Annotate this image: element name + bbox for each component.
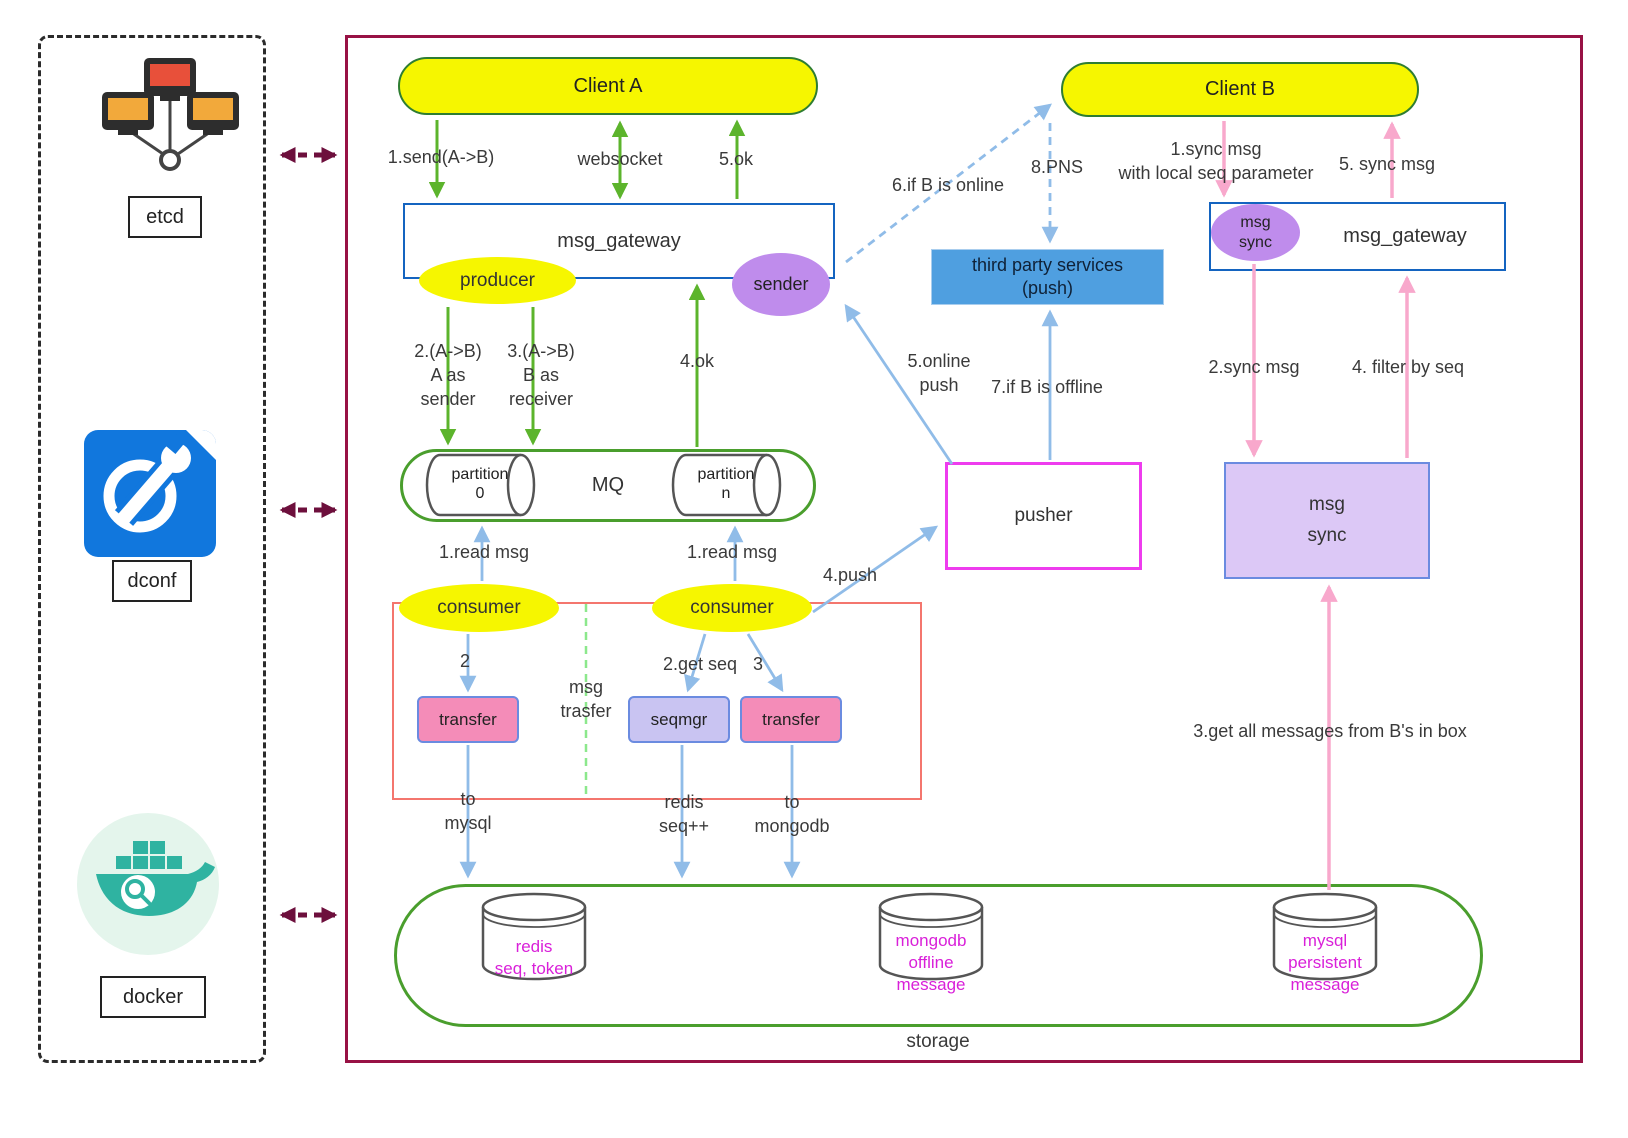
partition-n-label: partition n — [697, 466, 755, 503]
label-filter-by-seq: 4. filter by seq — [1351, 357, 1465, 377]
label-to-mongodb: to mongodb — [754, 792, 830, 836]
label-b-as-receiver: 3.(A->B) B as receiver — [507, 341, 575, 409]
label-sync-msg-2: 2.sync msg — [1208, 357, 1300, 377]
mongodb-db-label: mongodb offline message — [895, 931, 967, 995]
etcd-cluster-icon — [102, 58, 239, 171]
label-ok5: 5.ok — [718, 149, 754, 169]
pusher-node: pusher — [945, 462, 1142, 570]
transfer-left-node: transfer — [417, 696, 519, 743]
label-websocket: websocket — [577, 149, 663, 169]
label-to-mysql: to mysql — [444, 789, 492, 833]
label-step-3: 3 — [752, 654, 763, 674]
mongodb-db-cylinder: mongodb offline message — [877, 892, 985, 994]
storage-label: storage — [906, 1031, 970, 1052]
msg-sync-badge: msg sync — [1211, 204, 1300, 261]
cylinder-shape — [481, 892, 587, 981]
cylinder-shape — [1272, 892, 1378, 981]
maroon-link-arrows — [279, 146, 338, 924]
dconf-wrench-icon — [84, 430, 216, 557]
label-if-b-offline: 7.if B is offline — [991, 377, 1103, 397]
label-read-msg-left: 1.read msg — [438, 542, 530, 562]
mysql-db-cylinder: mysql persistent message — [1271, 892, 1379, 994]
client-b-node: Client B — [1061, 62, 1419, 117]
consumer-left-node: consumer — [399, 584, 559, 632]
docker-whale-icon — [77, 813, 219, 955]
docker-label: docker — [100, 976, 206, 1018]
label-pns: 8.PNS — [1030, 157, 1084, 177]
dconf-label: dconf — [112, 560, 192, 602]
label-push-4: 4.push — [822, 565, 878, 585]
label-send: 1.send(A->B) — [387, 147, 495, 167]
label-sync-msg-5: 5. sync msg — [1338, 154, 1436, 174]
label-step-2: 2 — [459, 651, 470, 671]
redis-db-label: redis seq, token — [494, 937, 574, 979]
seqmgr-node: seqmgr — [628, 696, 730, 743]
transfer-right-node: transfer — [740, 696, 842, 743]
cylinder-shape — [671, 453, 782, 517]
system-panel — [345, 35, 1583, 1063]
label-ok4: 4.ok — [679, 351, 715, 371]
producer-node: producer — [419, 257, 576, 304]
partition-0-label: partition 0 — [451, 466, 509, 503]
third-party-services-node: third party services (push) — [931, 249, 1164, 305]
cylinder-shape — [425, 453, 536, 517]
cylinder-shape — [878, 892, 984, 981]
redis-db-cylinder: redis seq, token — [480, 892, 588, 994]
sender-node: sender — [732, 253, 830, 316]
etcd-label: etcd — [128, 196, 202, 238]
label-msg-trasfer: msg trasfer — [560, 677, 612, 721]
label-get-all-messages: 3.get all messages from B's in box — [1193, 721, 1467, 741]
consumer-right-node: consumer — [652, 584, 812, 632]
partition-0-cylinder: partition 0 — [424, 452, 536, 518]
label-read-msg-right: 1.read msg — [686, 542, 778, 562]
label-get-seq: 2.get seq — [662, 654, 738, 674]
label-if-b-online: 6.if B is online — [891, 175, 1005, 195]
msg-sync-node: msg sync — [1224, 462, 1430, 579]
label-redis-seq: redis seq++ — [658, 792, 710, 836]
partition-n-cylinder: partition n — [670, 452, 782, 518]
infrastructure-panel — [38, 35, 266, 1063]
client-a-node: Client A — [398, 57, 818, 115]
label-sync-msg-1: 1.sync msg with local seq parameter — [1118, 139, 1314, 183]
mysql-db-label: mysql persistent message — [1288, 931, 1362, 995]
